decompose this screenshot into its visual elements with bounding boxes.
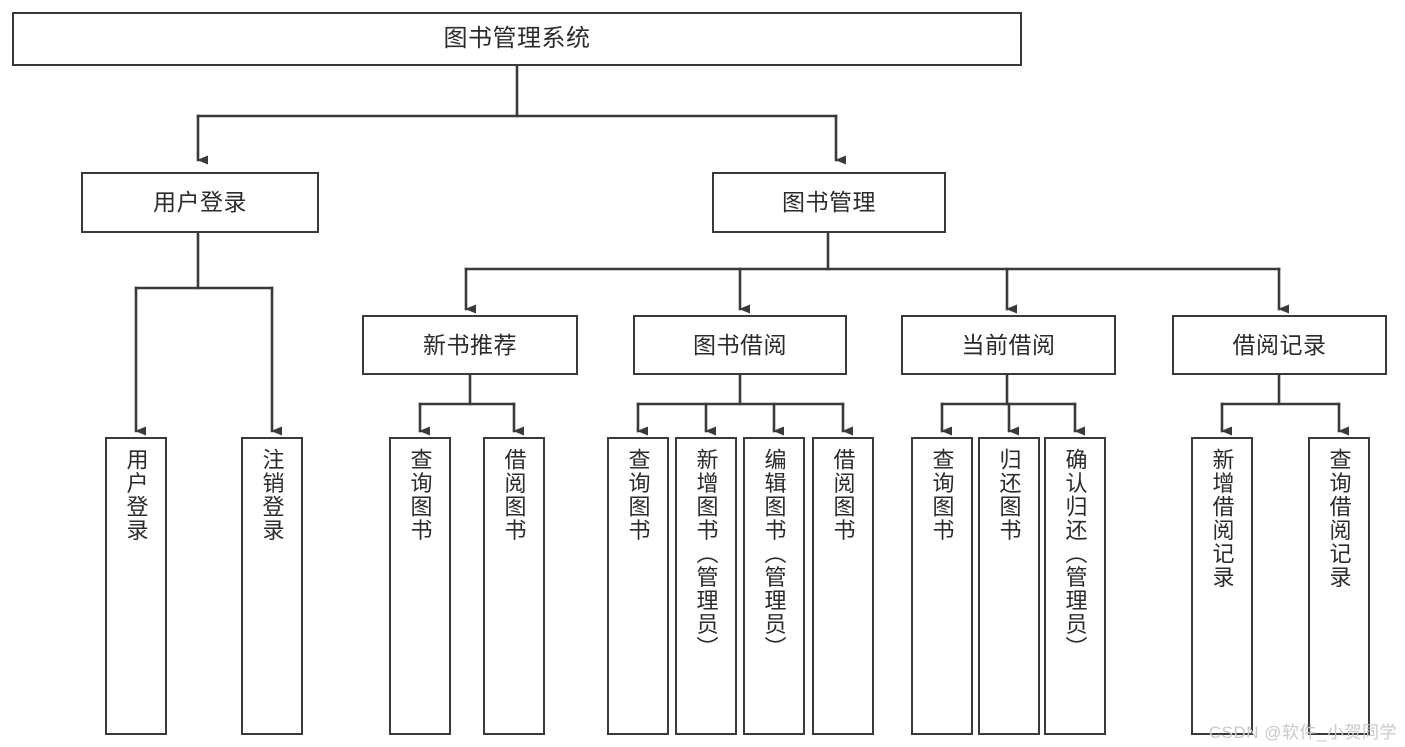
leaf-user-login[interactable]: 用户登录 [105,437,167,735]
node-user-login[interactable]: 用户登录 [81,172,319,233]
leaf-return-book[interactable]: 归还图书 [978,437,1040,735]
node-label: 确认归还（管理员） [1062,448,1088,660]
node-label: 新增图书（管理员） [693,448,719,660]
node-label: 查询图书 [625,448,651,542]
leaf-add-borrow-record[interactable]: 新增借阅记录 [1191,437,1253,735]
node-label: 查询借阅记录 [1326,448,1352,589]
node-label: 图书管理 [782,189,876,216]
node-root-book-management-system[interactable]: 图书管理系统 [12,12,1022,66]
leaf-logout[interactable]: 注销登录 [241,437,303,735]
node-label: 图书管理系统 [443,25,591,53]
node-label: 归还图书 [996,448,1022,542]
leaf-confirm-return-admin[interactable]: 确认归还（管理员） [1044,437,1106,735]
node-label: 借阅图书 [830,448,856,542]
node-label: 注销登录 [259,448,285,542]
node-label: 查询图书 [929,448,955,542]
leaf-borrow-book-recommend[interactable]: 借阅图书 [483,437,545,735]
node-label: 图书借阅 [693,331,787,358]
leaf-query-book-recommend[interactable]: 查询图书 [389,437,451,735]
node-label: 编辑图书（管理员） [761,448,787,660]
node-label: 新书推荐 [423,331,517,358]
node-label: 用户登录 [153,189,247,216]
node-label: 查询图书 [407,448,433,542]
leaf-edit-book-admin[interactable]: 编辑图书（管理员） [743,437,805,735]
node-book-borrow[interactable]: 图书借阅 [633,315,847,375]
node-label: 用户登录 [123,448,149,542]
leaf-query-borrow-record[interactable]: 查询借阅记录 [1308,437,1370,735]
node-label: 新增借阅记录 [1209,448,1235,589]
watermark: CSDN @软件_小贺同学 [1208,723,1397,742]
node-new-book-recommend[interactable]: 新书推荐 [362,315,578,375]
node-borrow-record[interactable]: 借阅记录 [1172,315,1387,375]
leaf-borrow-book[interactable]: 借阅图书 [812,437,874,735]
leaf-query-book-current[interactable]: 查询图书 [911,437,973,735]
node-book-management[interactable]: 图书管理 [712,172,946,233]
node-label: 借阅图书 [501,448,527,542]
node-label: 当前借阅 [961,331,1056,358]
node-label: 借阅记录 [1232,331,1327,358]
leaf-query-book-borrow[interactable]: 查询图书 [607,437,669,735]
node-current-borrow[interactable]: 当前借阅 [901,315,1116,375]
leaf-add-book-admin[interactable]: 新增图书（管理员） [675,437,737,735]
